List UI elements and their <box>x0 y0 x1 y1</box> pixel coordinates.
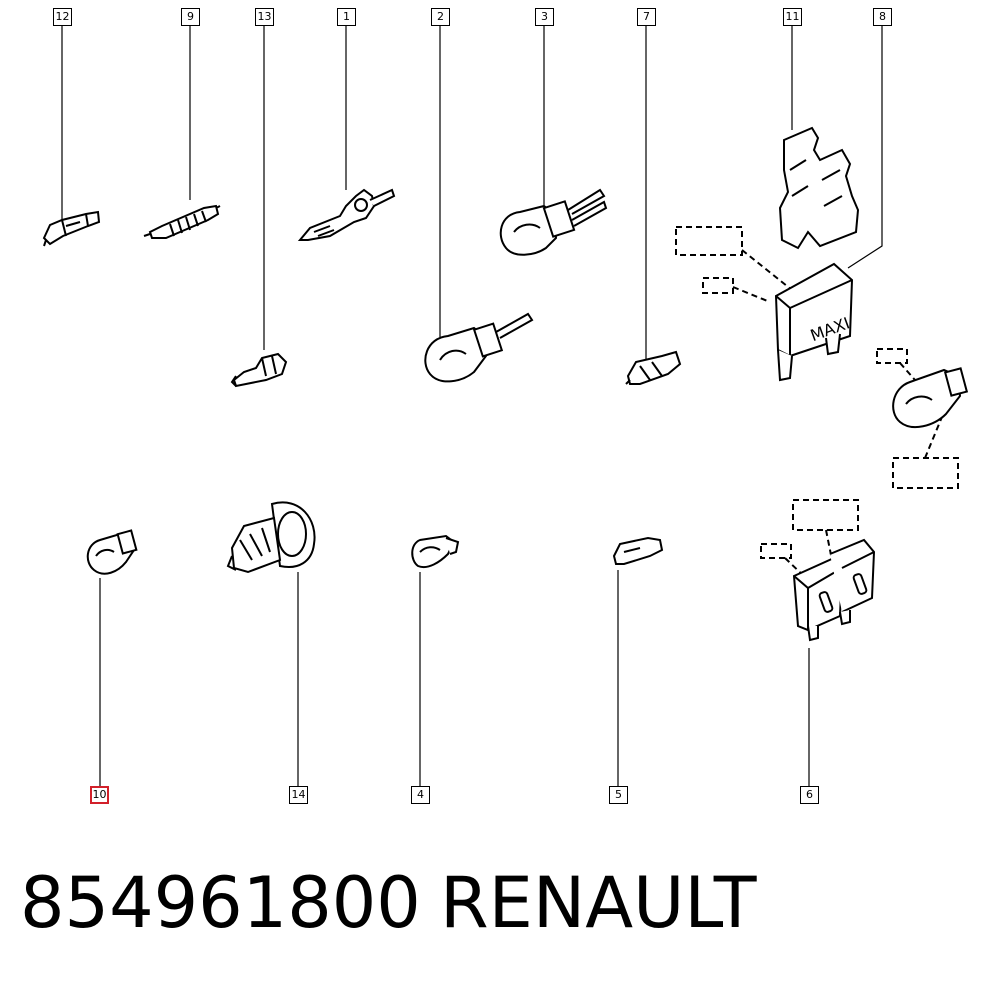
callout-6: 6 <box>800 786 819 804</box>
callout-3: 3 <box>535 8 554 26</box>
callout-4: 4 <box>411 786 430 804</box>
leader-line-8 <box>847 25 883 269</box>
dashed-arrow <box>784 557 809 581</box>
callout-1: 1 <box>337 8 356 26</box>
bulb-14-icon <box>226 501 316 574</box>
bulb-3-icon <box>499 188 608 256</box>
dashed-label-box <box>702 277 734 294</box>
bulb-12-icon <box>42 210 101 247</box>
dashed-arrow <box>741 249 793 291</box>
bulb-5-icon <box>612 536 664 565</box>
brand-name: RENAULT <box>440 862 757 944</box>
callout-12: 12 <box>53 8 72 26</box>
bulb-2-icon <box>424 312 534 383</box>
dashed-label-box <box>892 457 959 489</box>
dashed-label-box <box>675 226 743 256</box>
dashed-label-box <box>876 348 908 364</box>
bulb-9-icon <box>143 204 221 239</box>
callout-5: 5 <box>609 786 628 804</box>
callout-9: 9 <box>181 8 200 26</box>
part-number: 854961800 <box>20 862 421 944</box>
dashed-arrow <box>899 362 916 381</box>
callout-10[interactable]: 10 <box>90 786 109 804</box>
dashed-label-box <box>760 543 792 559</box>
callout-7: 7 <box>637 8 656 26</box>
callout-2: 2 <box>431 8 450 26</box>
maxi-fuse-8-icon: MAXI <box>774 262 854 382</box>
dashed-label-box <box>792 499 859 531</box>
bulb-13-icon <box>230 352 288 388</box>
bulb-1-icon <box>297 188 396 241</box>
callout-13: 13 <box>255 8 274 26</box>
dashed-arrow <box>732 286 771 303</box>
bulb-loose-icon <box>892 367 969 429</box>
callout-14: 14 <box>289 786 308 804</box>
callout-8: 8 <box>873 8 892 26</box>
callout-11: 11 <box>783 8 802 26</box>
mini-fuse-6-icon <box>792 538 876 642</box>
bulb-4-icon <box>411 534 460 568</box>
bulb-7-icon <box>625 350 682 385</box>
bulb-10-icon <box>86 529 138 575</box>
fuse-clip-11-icon <box>778 126 860 250</box>
